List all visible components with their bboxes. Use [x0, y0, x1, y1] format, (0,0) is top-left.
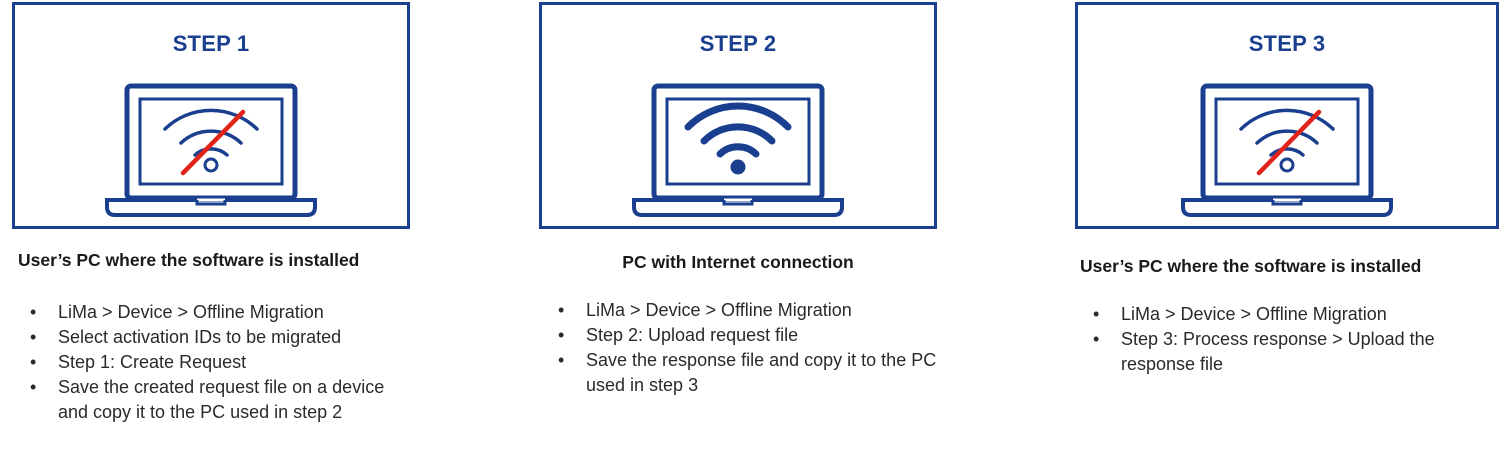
list-item: Step 2: Upload request file [556, 323, 946, 348]
laptop-wifi-off-icon [105, 83, 317, 217]
list-item: LiMa > Device > Offline Migration [28, 300, 408, 325]
laptop-wifi-off-icon [1181, 83, 1393, 217]
step-1-bullet-list: LiMa > Device > Offline Migration Select… [28, 300, 408, 425]
list-item: Select activation IDs to be migrated [28, 325, 408, 350]
step-1-caption: User’s PC where the software is installe… [18, 250, 360, 270]
list-item: LiMa > Device > Offline Migration [1091, 302, 1491, 327]
list-item: Step 3: Process response > Upload the re… [1091, 327, 1491, 377]
step-3-title: STEP 3 [1248, 31, 1326, 56]
step-1-box: STEP 1 [12, 2, 410, 229]
list-item: Save the response file and copy it to th… [556, 348, 946, 398]
step-3-box: STEP 3 [1075, 2, 1499, 229]
list-item: Save the created request file on a devic… [28, 375, 408, 425]
step-2-box: STEP 2 [539, 2, 937, 229]
step-2-caption: PC with Internet connection [622, 252, 854, 272]
step-1-title: STEP 1 [172, 31, 250, 56]
step-2-title: STEP 2 [699, 31, 777, 56]
step-2-bullet-list: LiMa > Device > Offline Migration Step 2… [556, 298, 946, 398]
list-item: LiMa > Device > Offline Migration [556, 298, 946, 323]
list-item: Step 1: Create Request [28, 350, 408, 375]
laptop-wifi-icon [632, 83, 844, 217]
step-3-caption: User’s PC where the software is installe… [1080, 256, 1422, 276]
step-3-bullet-list: LiMa > Device > Offline Migration Step 3… [1091, 302, 1491, 377]
